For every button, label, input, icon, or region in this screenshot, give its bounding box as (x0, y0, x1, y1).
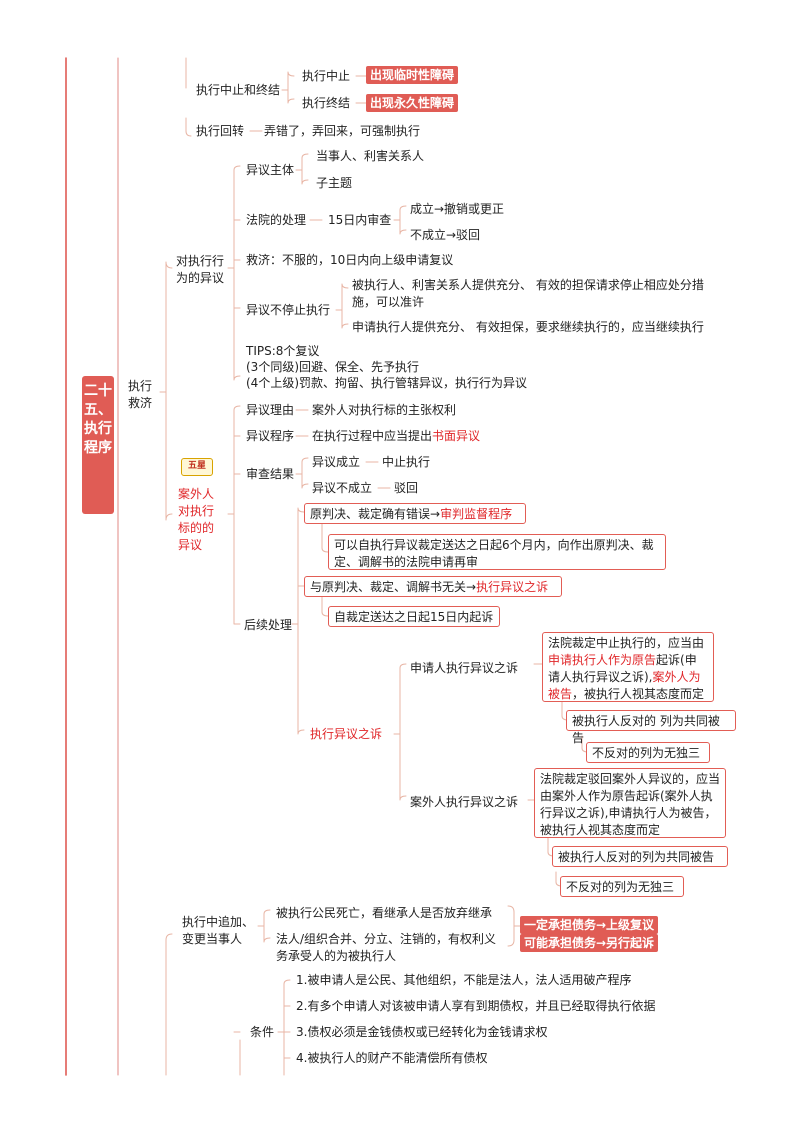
node-zhizhong-zhongjie: 执行中止和终结 (196, 83, 281, 97)
node-chengxu-desc: 在执行过程中应当提出书面异议 (312, 429, 481, 443)
box-wuguan: 与原判决、裁定、调解书无关→执行异议之诉 (304, 576, 562, 597)
node-buchengli: 不成立→驳回 (410, 228, 481, 242)
node-t4: 4.被执行人的财产不能清偿所有债权 (296, 1051, 488, 1065)
tag-zhongjie: 出现永久性障碍 (366, 94, 459, 112)
node-siwang: 被执行公民死亡，看继承人是否放弃继承 (276, 906, 493, 920)
node-shencha15: 15日内审查 (328, 213, 392, 227)
node-tiaojian: 条件 (250, 1025, 275, 1039)
node-shencha-jieguo: 审查结果 (246, 467, 295, 481)
node-liyou-desc: 案外人对执行标的主张权利 (312, 403, 457, 417)
box-awr: 法院裁定驳回案外人异议的，应当由案外人作为原告起诉(案外人执行异议之诉),申请执… (534, 768, 726, 838)
box-sqr: 法院裁定中止执行的，应当由申请执行人作为原告起诉(申请人执行异议之诉),案外人为… (542, 632, 714, 702)
tag-yiding: 一定承担债务→上级复议 (520, 916, 659, 934)
node-jiuji: 救济：不服的，10日内向上级申请复议 (246, 253, 454, 267)
node-zhixing-jiuji: 执行救济 (128, 379, 153, 410)
node-zhixing-yiyi-su: 执行异议之诉 (310, 727, 383, 741)
node-zizhuti: 子主题 (316, 176, 353, 190)
node-houxu: 后续处理 (244, 618, 293, 632)
node-zhuijia: 执行中追加、变更当事人 (182, 915, 255, 946)
box-keyi-6: 可以自执行异议裁定送达之日起6个月内，向作出原判决、裁定、调解书的法院申请再审 (328, 534, 666, 570)
node-anwairen: 案外人对执行标的的异议 (178, 487, 215, 552)
five-star-badge: 五星 (181, 458, 213, 476)
tag-zhizhong: 出现临时性障碍 (366, 66, 459, 84)
node-zhizhong: 执行中止 (302, 69, 351, 83)
node-tips1: TIPS:8个复议 (246, 344, 320, 358)
node-fayuan-chuli: 法院的处理 (246, 213, 307, 227)
node-tips3: (4个上级)罚款、拘留、执行管辖异议，执行行为异议 (246, 376, 528, 390)
root-title: 二十五、执行程序 (82, 376, 114, 514)
node-bohui: 驳回 (394, 481, 419, 495)
node-t2: 2.有多个申请人对该被申请人享有到期债权，并且已经取得执行依据 (296, 999, 656, 1013)
tag-keneng: 可能承担债务→另行起诉 (520, 934, 659, 952)
node-chengli: 成立→撤销或更正 (410, 202, 505, 216)
box-sqr-fandui: 被执行人反对的 列为共同被告 (566, 710, 736, 745)
node-awr-su: 案外人执行异议之诉 (410, 795, 519, 809)
node-sq-tigong: 申请执行人提供充分、 有效担保，要求继续执行的，应当继续执行 (352, 320, 704, 334)
node-sqr-su: 申请人执行异议之诉 (410, 661, 519, 675)
node-yiyi-zhuti: 异议主体 (246, 163, 295, 177)
box-awr-bufandui: 不反对的列为无独三 (560, 876, 684, 897)
node-dangshiren: 当事人、利害关系人 (316, 149, 425, 163)
node-bzx-tigong: 被执行人、利害关系人提供充分、 有效的担保请求停止相应处分措施，可以准许 (352, 278, 704, 309)
node-huizhuan: 执行回转 (196, 124, 245, 138)
node-butingzhi: 异议不停止执行 (246, 303, 331, 317)
node-t1: 1.被申请人是公民、其他组织，不能是法人，法人适用破产程序 (296, 973, 632, 987)
node-zhongzhi-zhixing: 中止执行 (382, 455, 431, 469)
node-yiyi-chengli: 异议成立 (312, 455, 361, 469)
node-yiyi-chengxu: 异议程序 (246, 429, 295, 443)
node-yiyi-liyou: 异议理由 (246, 403, 295, 417)
node-tips2: (3个同级)回避、保全、先予执行 (246, 360, 419, 374)
node-t3: 3.债权必须是金钱债权或已经转化为金钱请求权 (296, 1025, 548, 1039)
box-ziqi15: 自裁定送达之日起15日内起诉 (328, 606, 500, 627)
node-yiyi-buchengli: 异议不成立 (312, 481, 373, 495)
box-yuanpanjue: 原判决、裁定确有错误→审判监督程序 (304, 503, 526, 524)
node-hebing: 法人/组织合并、分立、注销的，有权利义务承受人的为被执行人 (276, 932, 497, 963)
node-zhongjie: 执行终结 (302, 96, 351, 110)
box-awr-fandui: 被执行人反对的列为共同被告 (552, 846, 728, 867)
node-dui-xingwei: 对执行行为的异议 (176, 254, 225, 285)
node-huizhuan-desc: 弄错了，弄回来，可强制执行 (264, 124, 421, 138)
box-sqr-bufandui: 不反对的列为无独三 (586, 742, 710, 763)
